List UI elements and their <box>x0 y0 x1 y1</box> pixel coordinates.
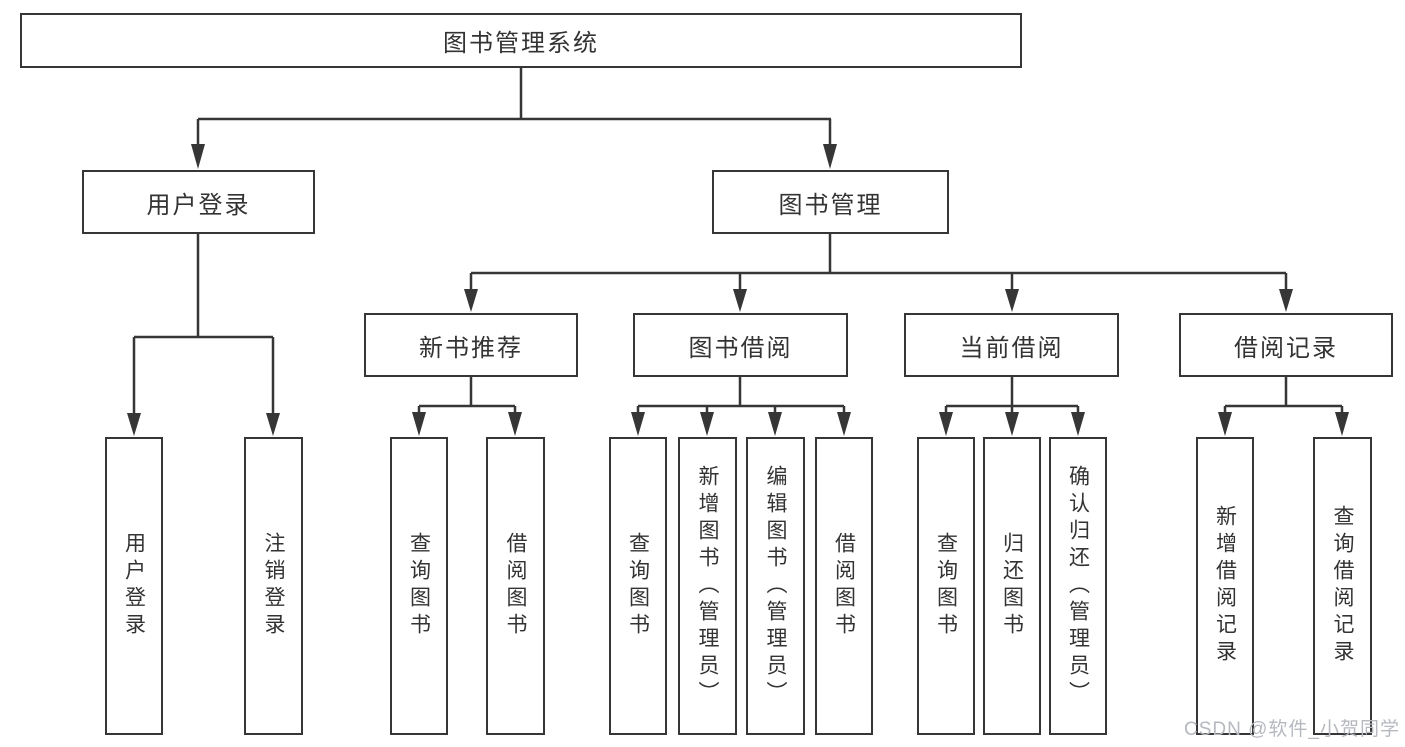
node-current-borrow: 当前借阅 <box>904 313 1119 377</box>
node-label: 确认归还（管理员） <box>1066 464 1090 708</box>
node-label: 借阅记录 <box>1234 334 1338 362</box>
leaf-query-borrow-record: 查询借阅记录 <box>1313 437 1372 735</box>
leaf-add-borrow-record: 新增借阅记录 <box>1196 437 1254 735</box>
leaf-add-book-admin: 新增图书（管理员） <box>678 437 737 735</box>
arrowhead-icon <box>1279 289 1293 312</box>
leaf-borrow-books-recommend: 借阅图书 <box>486 437 545 735</box>
arrowhead-icon <box>768 412 782 436</box>
leaf-query-books-borrow: 查询图书 <box>609 437 667 735</box>
arrowhead-icon <box>700 412 714 436</box>
node-label: 用户登录 <box>122 532 146 640</box>
node-label: 新书推荐 <box>419 334 523 362</box>
arrowhead-icon <box>412 412 426 436</box>
node-label: 借阅图书 <box>832 532 856 640</box>
arrowhead-icon <box>837 412 851 436</box>
arrowhead-icon <box>1071 412 1085 436</box>
arrowhead-icon <box>1335 412 1349 436</box>
node-label: 图书管理 <box>778 191 883 219</box>
node-label: 查询图书 <box>407 532 431 640</box>
arrowhead-icon <box>464 289 478 312</box>
node-label: 归还图书 <box>1000 532 1024 640</box>
arrowhead-icon <box>823 144 837 169</box>
node-label: 用户登录 <box>146 191 251 219</box>
node-label: 新增借阅记录 <box>1213 505 1237 667</box>
arrowhead-icon <box>1218 412 1232 436</box>
node-label: 图书借阅 <box>688 334 793 362</box>
node-label: 借阅图书 <box>504 532 527 640</box>
watermark-text: CSDN @软件_小贺同学 <box>1184 719 1400 740</box>
node-label: 当前借阅 <box>959 334 1064 362</box>
node-label: 查询图书 <box>934 532 958 640</box>
arrowhead-icon <box>939 412 953 436</box>
node-book-management: 图书管理 <box>712 170 949 234</box>
node-new-book-recommend: 新书推荐 <box>364 313 578 377</box>
arrowhead-icon <box>1005 289 1019 312</box>
leaf-query-books-recommend: 查询图书 <box>390 437 448 735</box>
node-label: 注销登录 <box>262 532 285 640</box>
node-user-login: 用户登录 <box>82 170 315 234</box>
leaf-edit-book-admin: 编辑图书（管理员） <box>746 437 805 735</box>
arrowhead-icon <box>191 144 205 169</box>
leaf-confirm-return-admin: 确认归还（管理员） <box>1049 437 1107 735</box>
arrowheads <box>127 144 1349 436</box>
node-root: 图书管理系统 <box>20 13 1022 68</box>
arrowhead-icon <box>631 412 645 436</box>
leaf-borrow-books: 借阅图书 <box>815 437 873 735</box>
node-label: 图书管理系统 <box>443 30 599 57</box>
leaf-return-books: 归还图书 <box>983 437 1041 735</box>
arrowhead-icon <box>733 289 747 312</box>
arrowhead-icon <box>127 413 141 436</box>
node-borrow-records: 借阅记录 <box>1179 313 1393 377</box>
node-label: 编辑图书（管理员） <box>764 464 787 708</box>
arrowhead-icon <box>508 412 522 436</box>
node-label: 查询借阅记录 <box>1331 505 1354 667</box>
arrowhead-icon <box>1005 412 1019 436</box>
leaf-logout: 注销登录 <box>244 437 303 735</box>
leaf-query-books-current: 查询图书 <box>917 437 975 735</box>
connector-lines <box>132 68 1344 415</box>
leaf-user-login: 用户登录 <box>105 437 163 735</box>
arrowhead-icon <box>266 413 280 436</box>
node-label: 查询图书 <box>626 532 650 640</box>
node-book-borrow: 图书借阅 <box>633 313 848 377</box>
node-label: 新增图书（管理员） <box>696 464 719 708</box>
